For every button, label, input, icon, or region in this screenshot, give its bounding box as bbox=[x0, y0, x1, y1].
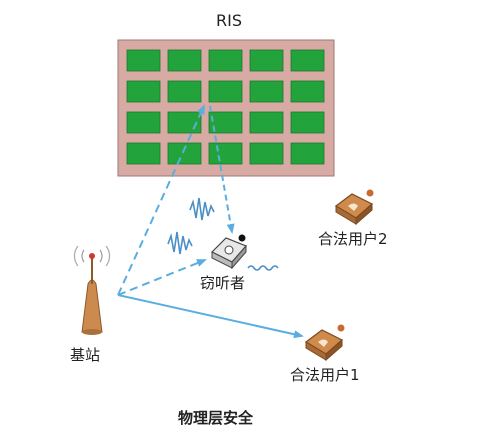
ris-element bbox=[126, 142, 161, 165]
eavesdropper-device-icon bbox=[210, 234, 248, 270]
ris-element bbox=[290, 80, 325, 103]
link-bs-to-eavesdropper bbox=[117, 259, 207, 296]
ris-element bbox=[290, 142, 325, 165]
base-station-label: 基站 bbox=[70, 346, 101, 364]
user-device-icon bbox=[334, 189, 374, 226]
ris-element bbox=[126, 80, 161, 103]
ris-element bbox=[208, 142, 243, 165]
ris-label: RIS bbox=[216, 11, 242, 30]
link-bs-to-user1 bbox=[117, 294, 304, 339]
link-ris-to-eavesdropper bbox=[209, 105, 235, 234]
diagram-caption: 物理层安全 bbox=[178, 409, 254, 427]
ris-element bbox=[126, 111, 161, 134]
ris-element bbox=[167, 80, 202, 103]
ris-element bbox=[249, 111, 284, 134]
ris-element-grid bbox=[126, 49, 325, 165]
eavesdropper-label: 窃听者 bbox=[200, 274, 246, 292]
base-station-icon bbox=[73, 245, 111, 335]
link-bs-to-ris bbox=[117, 104, 205, 296]
user2-label: 合法用户2 bbox=[318, 230, 388, 248]
signal-links bbox=[117, 104, 304, 339]
ris-element bbox=[167, 49, 202, 72]
ris-element bbox=[208, 49, 243, 72]
ris-element bbox=[249, 49, 284, 72]
user1-label: 合法用户1 bbox=[290, 366, 360, 384]
ris-element bbox=[290, 49, 325, 72]
signal-wave-icon bbox=[167, 197, 279, 271]
ris-element bbox=[249, 142, 284, 165]
ris-element bbox=[208, 111, 243, 134]
ris-element bbox=[249, 80, 284, 103]
ris-panel bbox=[117, 39, 335, 177]
ris-element bbox=[290, 111, 325, 134]
ris-element bbox=[167, 142, 202, 165]
user-device-icon bbox=[304, 324, 345, 362]
ris-element bbox=[126, 49, 161, 72]
ris-element bbox=[167, 111, 202, 134]
ris-element bbox=[208, 80, 243, 103]
